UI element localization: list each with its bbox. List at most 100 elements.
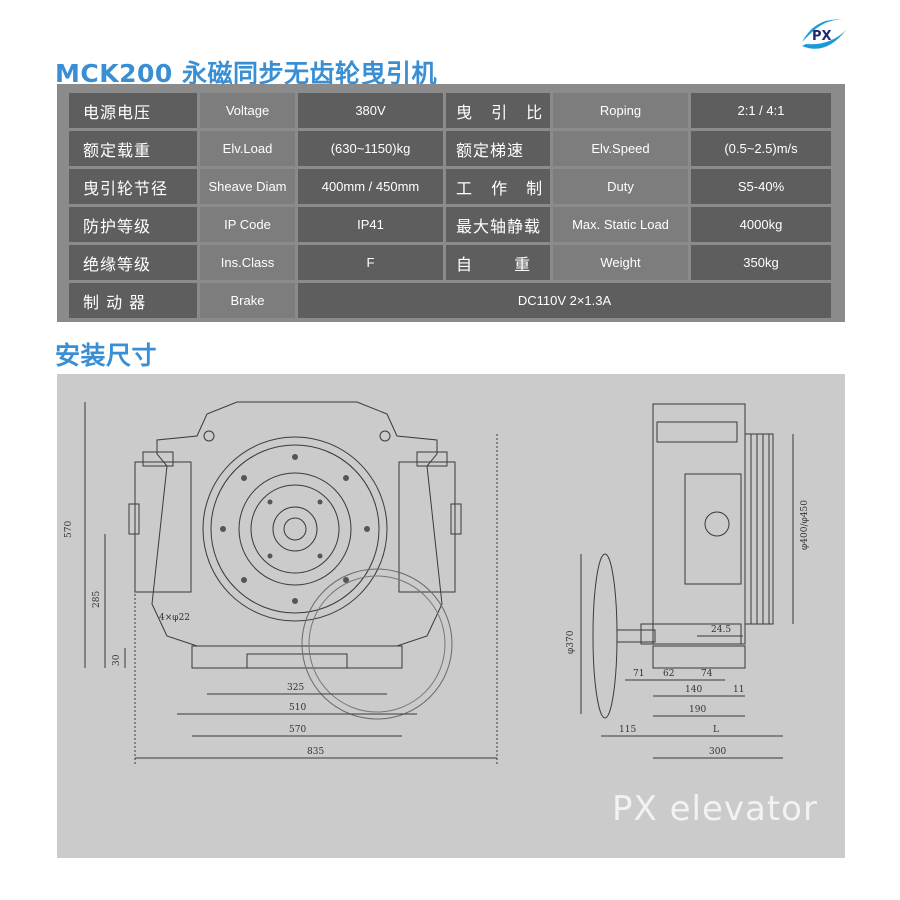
spec-label-en: Duty [553,169,688,204]
dim-label-400-450: φ400/φ450 [800,500,810,550]
spec-grid: 电源电压 Voltage 380V 曳 引 比 Roping 2:1 / 4:1… [69,93,833,318]
spec-value: 4000kg [691,207,831,242]
dim-label-570v: 570 [64,521,74,538]
dim-label-510: 510 [289,703,306,713]
spec-label-cn: 最大轴静载 [446,207,550,242]
spec-value: S5-40% [691,169,831,204]
handwheel-inner [308,575,446,713]
spec-value: (0.5~2.5)m/s [691,131,831,166]
side-brake-box [684,473,742,585]
bolt-hole [292,454,298,460]
dim-label-570h: 570 [289,725,306,735]
spec-table: 电源电压 Voltage 380V 曳 引 比 Roping 2:1 / 4:1… [57,84,845,322]
bolt-hole [241,577,247,583]
spec-label-cn: 额定载重 [69,131,197,166]
watermark: PX elevator [612,789,818,829]
dim-label-L: L [713,725,719,735]
px-logo: PX [802,19,846,49]
spec-value: 350kg [691,245,831,280]
spec-value: 2:1 / 4:1 [691,93,831,128]
shaft-flange-circle [272,506,318,552]
bolt-hole [241,475,247,481]
spec-label-cn: 防护等级 [69,207,197,242]
handwheel-outline [301,568,453,720]
shaft-circle [283,517,307,541]
dim-label-245: 24.5 [711,625,731,635]
spec-value: 400mm / 450mm [298,169,443,204]
drawing-svg: 570 285 30 4×φ22 325 510 570 835 φ370 φ4… [64,401,810,764]
bolt-hole [317,499,323,505]
bolt-hole [292,598,298,604]
dim-label-140: 140 [685,685,702,695]
spec-value: 380V [298,93,443,128]
bolt-hole [317,553,323,559]
spec-label-en: Max. Static Load [553,207,688,242]
side-motor-body [652,403,746,645]
spec-label-cn: 自 重 [446,245,550,280]
spec-label-cn: 绝缘等级 [69,245,197,280]
brake-left-top [142,451,174,467]
page-title: MCK200 永磁同步无齿轮曳引机 [55,59,437,88]
sheave [744,433,774,625]
base-plate [191,645,403,669]
bolt-hole [267,553,273,559]
dim-label-11: 11 [733,685,744,695]
bolt-hole [343,577,349,583]
spec-label-en: Roping [553,93,688,128]
dim-label-74: 74 [701,669,713,679]
spec-label-cn: 额定梯速 [446,131,550,166]
spec-label-cn: 曳引轮节径 [69,169,197,204]
spec-label-cn: 电源电压 [69,93,197,128]
logo-text: PX [812,29,832,44]
motor-housing-circle [202,436,388,622]
dim-label-71: 71 [633,669,644,679]
logo-swoosh-bottom [802,30,846,49]
spec-label-en: Voltage [200,93,295,128]
dim-label-62: 62 [663,669,674,679]
spec-value: (630~1150)kg [298,131,443,166]
side-top-block [656,421,738,443]
base-cutout [246,653,348,668]
brake-label-en: Brake [200,283,295,318]
brake-label-cn: 制 动 器 [69,283,197,318]
dim-label-300: 300 [709,747,726,757]
spec-label-cn: 工 作 制 [446,169,550,204]
handwheel-side [592,553,618,719]
dim-label-holes: 4×φ22 [159,613,190,623]
brake-right-top [416,451,448,467]
spec-label-en: Ins.Class [200,245,295,280]
bolt-hole [343,475,349,481]
brake-right-lever [450,503,462,535]
dim-label-285: 285 [92,591,102,608]
spec-label-en: Weight [553,245,688,280]
dim-label-370: φ370 [566,630,576,654]
flange-hole [203,430,215,442]
hub-circle [238,472,352,586]
spec-label-cn: 曳 引 比 [446,93,550,128]
spec-label-en: Elv.Speed [553,131,688,166]
bolt-hole [220,526,226,532]
brake-left [134,461,192,593]
dim-label-190: 190 [689,705,706,715]
side-brake-knob [704,511,730,537]
handwheel-shaft [616,629,656,643]
brake-value: DC110V 2×1.3A [298,283,831,318]
dim-label-325: 325 [287,683,304,693]
motor-inner-circle [210,444,380,614]
install-dimensions-heading: 安装尺寸 [55,341,158,370]
spec-value: F [298,245,443,280]
dim-label-835: 835 [307,747,324,757]
dim-label-30: 30 [112,654,122,666]
side-shaft [640,623,742,645]
spec-value: IP41 [298,207,443,242]
spec-label-en: Elv.Load [200,131,295,166]
brake-right [398,461,456,593]
logo-swoosh-top [802,19,844,42]
spec-label-en: IP Code [200,207,295,242]
hub-inner-circle [250,484,340,574]
brake-left-lever [128,503,140,535]
spec-label-en: Sheave Diam [200,169,295,204]
side-base [652,645,746,669]
bolt-hole [267,499,273,505]
flange-hole [379,430,391,442]
